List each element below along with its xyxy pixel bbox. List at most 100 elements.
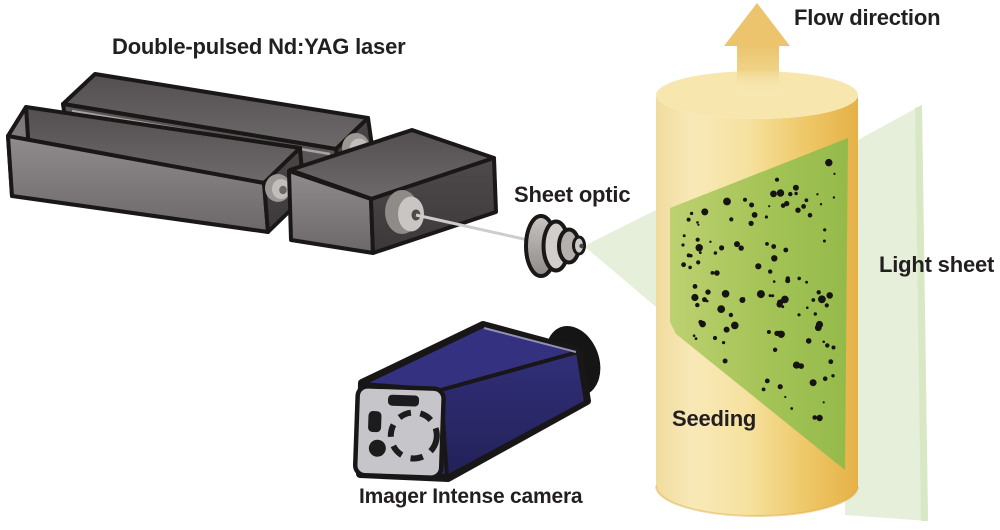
light-sheet-fan xyxy=(584,209,658,307)
seeding-particle xyxy=(689,254,693,258)
seeding-particle xyxy=(818,295,826,304)
seeding-particle xyxy=(749,202,755,208)
seeding-particle xyxy=(772,347,778,352)
camera-panel-button xyxy=(368,439,386,457)
seeding-particle xyxy=(734,241,740,248)
seeding-particle xyxy=(797,313,801,317)
seeding-particle xyxy=(812,415,817,420)
seeding-particle xyxy=(705,289,711,295)
seeding-particle xyxy=(731,321,739,330)
seeding-particle xyxy=(768,269,773,274)
seeding-label: Seeding xyxy=(672,406,757,431)
seeding-particle xyxy=(719,245,725,251)
seeding-particle xyxy=(826,292,833,299)
seeding-particle xyxy=(771,294,775,298)
seeding-particle xyxy=(771,244,777,249)
seeding-particle xyxy=(765,242,769,246)
flow-arrow-shaft-fade xyxy=(737,71,779,97)
camera xyxy=(352,321,601,482)
seeding-particle xyxy=(692,334,696,338)
seeding-particle xyxy=(686,217,691,222)
seeding-particle xyxy=(696,260,701,265)
seeding-particle xyxy=(776,189,785,197)
seeding-particle xyxy=(702,297,707,303)
seeding-particle xyxy=(694,337,698,340)
sheet-optic-lens xyxy=(524,214,586,278)
seeding-particle xyxy=(698,251,702,255)
aperture-face xyxy=(398,196,424,232)
seeding-particle xyxy=(781,305,785,309)
seeding-particle xyxy=(811,298,816,302)
seeding-particle xyxy=(743,197,747,202)
illuminated-plane xyxy=(670,138,848,470)
seeding-particle xyxy=(833,172,836,175)
seeding-particle xyxy=(828,359,834,365)
seeding-particle xyxy=(801,204,806,209)
seeding-particle xyxy=(714,270,720,276)
seeding-particle xyxy=(792,361,801,369)
laser-front-aperture xyxy=(265,174,291,202)
seeding-particle xyxy=(729,217,734,222)
seeding-particle xyxy=(681,243,685,247)
seeding-particle xyxy=(709,240,712,243)
seeding-particle xyxy=(785,278,791,284)
seeding-particle xyxy=(831,345,836,350)
light-sheet-label: Light sheet xyxy=(879,252,995,277)
seeding-particle xyxy=(695,302,700,308)
seeding-particle xyxy=(805,338,812,344)
optic-emission-point xyxy=(579,243,584,249)
seeding-particle xyxy=(788,191,793,197)
aperture-hole xyxy=(279,185,287,195)
seeding-particle xyxy=(822,401,825,404)
seeding-particle xyxy=(816,193,819,196)
seeding-particle xyxy=(688,265,692,270)
seeding-particle xyxy=(739,297,746,303)
seeding-particle xyxy=(784,395,787,399)
camera-front-face xyxy=(439,350,588,479)
seeding-particle xyxy=(691,293,699,302)
seeding-particle xyxy=(722,341,726,345)
seeding-particle xyxy=(792,184,799,191)
seeding-particle xyxy=(695,244,703,252)
seeding-particle xyxy=(819,203,823,206)
seeding-particle xyxy=(770,190,777,198)
seeding-particle xyxy=(772,280,776,283)
seeding-particle xyxy=(701,208,709,216)
seeding-particle xyxy=(822,376,828,382)
seeding-particle xyxy=(805,280,808,284)
seeding-particle xyxy=(825,343,830,348)
seeding-particle xyxy=(807,212,813,218)
seeding-particle xyxy=(748,220,754,226)
seeding-particle xyxy=(738,245,744,251)
beam-combiner-box xyxy=(287,128,498,255)
seeding-particle xyxy=(771,255,778,262)
seeding-particle xyxy=(695,237,700,242)
seeding-particle xyxy=(721,290,730,298)
seeding-particle xyxy=(777,330,785,338)
flow-arrow-head xyxy=(724,3,790,46)
seeding-particle xyxy=(710,271,715,275)
seeding-particle xyxy=(751,212,758,218)
light-sheet-plane-edge xyxy=(915,105,928,521)
seeding-particle xyxy=(822,239,826,243)
laser-label: Double-pulsed Nd:YAG laser xyxy=(112,34,406,59)
seeding-particle xyxy=(816,414,823,422)
seeding-particle xyxy=(755,263,762,270)
seeding-particle xyxy=(813,312,817,316)
seeding-particle xyxy=(815,320,824,329)
light-sheet-plane xyxy=(845,105,928,521)
seeding-particle xyxy=(822,340,825,344)
seeding-particle xyxy=(794,191,798,196)
illuminated-plane-face xyxy=(670,138,848,470)
camera-panel-details xyxy=(368,394,440,462)
camera-label: Imager Intense camera xyxy=(359,485,583,508)
seeding-particle xyxy=(722,358,728,364)
seeding-particle xyxy=(780,203,786,208)
seeding-particle xyxy=(804,198,809,203)
seeding-particle xyxy=(764,215,769,219)
seeding-particle xyxy=(831,374,835,378)
cylinder-bottom-rim xyxy=(655,485,859,517)
seeding-particle xyxy=(723,197,731,206)
